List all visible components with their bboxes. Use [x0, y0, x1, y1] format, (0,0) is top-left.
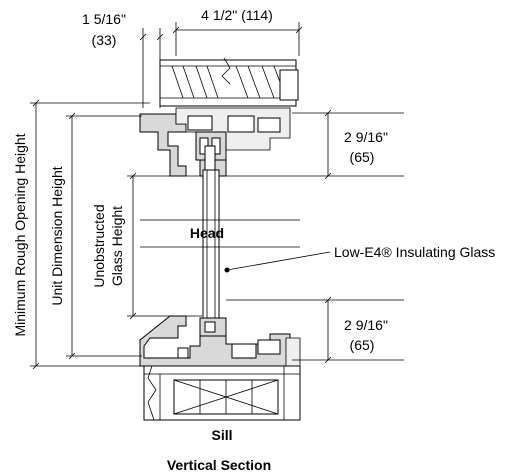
head-offset-label-bottom: (33): [92, 32, 117, 48]
head-label: Head: [190, 225, 224, 241]
callout-dot-icon: [224, 267, 230, 273]
frame-width-dimension: 4 1/2" (114): [172, 7, 303, 56]
unit-dimension: Unit Dimension Height: [49, 112, 142, 360]
frame-width-label: 4 1/2" (114): [201, 7, 273, 23]
head-depth-label-top: 2 9/16": [344, 129, 388, 145]
glass-height-label-line2: Glass Height: [109, 206, 125, 286]
break-lines: [140, 219, 300, 248]
sill-depth-label-top: 2 9/16": [344, 317, 388, 333]
head-offset-dimension: 1 5/16" (33): [82, 11, 164, 108]
unit-dimension-label: Unit Dimension Height: [49, 166, 65, 305]
head-depth-label-bottom: (65): [350, 149, 375, 165]
sill-framing: [143, 365, 301, 421]
head-offset-label-top: 1 5/16": [82, 11, 126, 27]
insulating-glass: [202, 169, 220, 331]
section-title: Vertical Section: [167, 457, 271, 473]
rough-opening-label: Minimum Rough Opening Height: [12, 133, 28, 336]
glass-callout: Low-E4® Insulating Glass: [224, 244, 495, 273]
sill-label: Sill: [211, 427, 232, 443]
rough-opening-dimension: Minimum Rough Opening Height: [12, 99, 150, 370]
head-frame-profile: [139, 107, 291, 177]
sill-depth-label-bottom: (65): [350, 337, 375, 353]
glass-height-dimension: Unobstructed Glass Height: [91, 172, 202, 320]
sill-frame-profile: [139, 315, 301, 367]
glass-height-label-line1: Unobstructed: [91, 204, 107, 287]
head-framing: [159, 57, 299, 107]
glass-callout-label: Low-E4® Insulating Glass: [334, 244, 495, 260]
sill-depth-dimension: 2 9/16" (65): [226, 296, 404, 364]
head-depth-dimension: 2 9/16" (65): [226, 109, 404, 180]
